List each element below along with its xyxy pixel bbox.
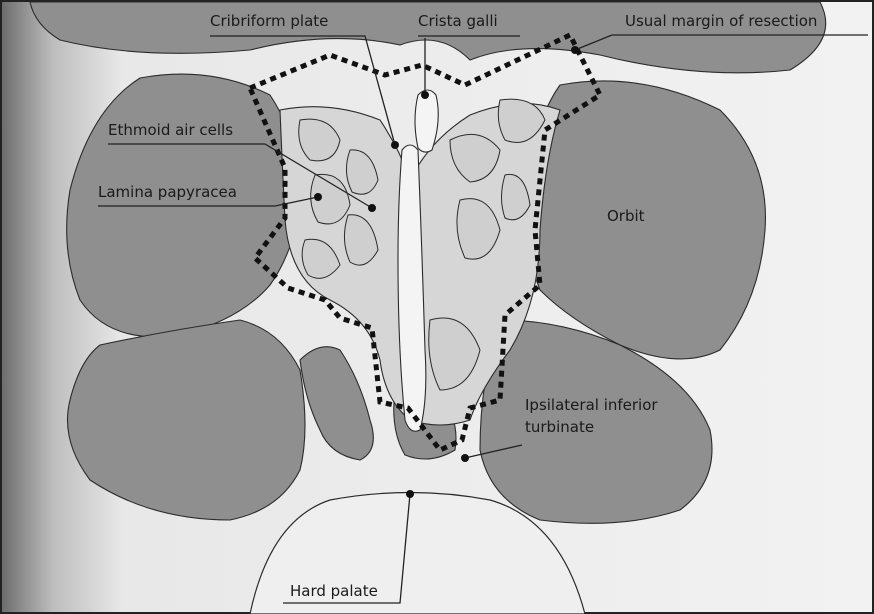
dot-usual-margin <box>571 46 579 54</box>
dot-crista-galli <box>421 91 429 99</box>
label-cribriform-plate: Cribriform plate <box>210 12 328 30</box>
label-inferior-turbinate-line1: Ipsilateral inferior <box>525 396 658 414</box>
dot-hard-palate <box>406 490 414 498</box>
crista-galli <box>415 90 438 152</box>
dot-inferior-turbinate <box>461 454 469 462</box>
label-orbit: Orbit <box>607 207 645 225</box>
label-ethmoid-air-cells: Ethmoid air cells <box>108 121 233 139</box>
label-usual-margin: Usual margin of resection <box>625 12 817 30</box>
dot-cribriform-plate <box>391 141 399 149</box>
label-lamina-papyracea: Lamina papyracea <box>98 183 237 201</box>
label-inferior-turbinate-line2: turbinate <box>525 418 594 436</box>
dot-lamina-papyracea <box>314 193 322 201</box>
dot-ethmoid-air-cells <box>368 204 376 212</box>
label-hard-palate: Hard palate <box>290 582 378 600</box>
label-crista-galli: Crista galli <box>418 12 498 30</box>
